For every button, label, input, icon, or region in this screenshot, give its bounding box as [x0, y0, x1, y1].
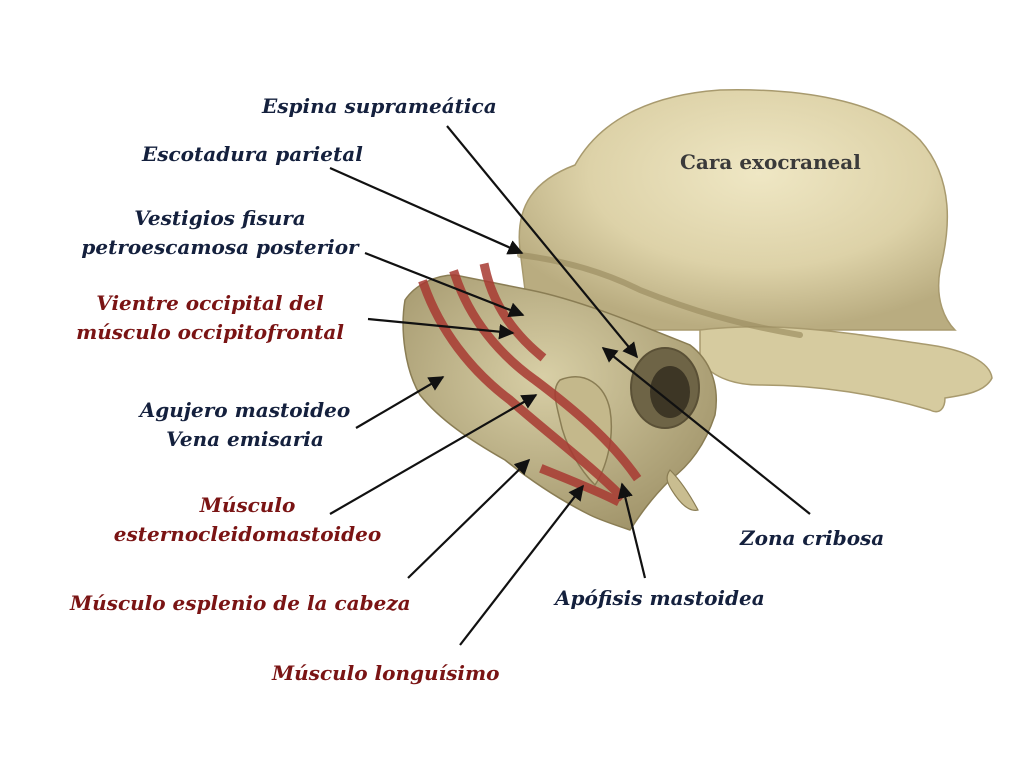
figure-title: Cara exocraneal: [680, 150, 861, 174]
label-vientre-line1: Vientre occipital del: [96, 291, 324, 315]
label-vestigios-fisura: Vestigios fisura petroescamosa posterior: [70, 204, 370, 262]
label-agujero-line1: Agujero mastoideo: [139, 398, 351, 422]
arrow-agujero: [355, 376, 445, 429]
arrow-vestigios: [364, 251, 525, 318]
label-agujero-mastoideo: Agujero mastoideo Vena emisaria: [130, 396, 360, 454]
arrow-escotadura: [329, 166, 524, 255]
label-escotadura-parietal: Escotadura parietal: [142, 142, 363, 166]
meatus-depth: [650, 366, 690, 418]
temporal-squama: [518, 89, 957, 331]
label-espina-suprameatica: Espina suprameática: [262, 94, 497, 118]
arrow-espina: [446, 125, 638, 359]
stripe-scm: [449, 269, 642, 482]
label-vestigios-line2: petroescamosa posterior: [81, 235, 359, 259]
label-vientre-occipital: Vientre occipital del músculo occipitofr…: [70, 289, 350, 347]
label-scm-line2: esternocleidomastoideo: [113, 522, 382, 546]
label-vestigios-line1: Vestigios fisura: [134, 206, 306, 230]
arrow-esplenio: [407, 458, 531, 579]
label-musculo-esplenio: Músculo esplenio de la cabeza: [70, 591, 411, 615]
label-musculo-longuisimo: Músculo longuísimo: [272, 661, 500, 685]
arrow-scm: [329, 394, 538, 515]
zygomatic-process: [699, 325, 993, 413]
arrow-vientre: [367, 317, 515, 340]
arrow-zona: [601, 347, 811, 515]
label-vientre-line2: músculo occipitofrontal: [76, 320, 344, 344]
styloid-process: [666, 469, 699, 511]
label-agujero-line2: Vena emisaria: [166, 427, 324, 451]
arrow-longuisimo: [459, 484, 584, 646]
arrow-apofisis: [617, 482, 647, 579]
label-zona-cribosa: Zona cribosa: [740, 526, 885, 550]
stripe-splenius: [479, 262, 547, 362]
label-apofisis-mastoidea: Apófisis mastoidea: [555, 586, 765, 610]
label-scm-line1: Músculo: [199, 493, 296, 517]
stripe-occipitofrontal: [418, 279, 627, 502]
label-musculo-scm: Músculo esternocleidomastoideo: [105, 491, 390, 549]
